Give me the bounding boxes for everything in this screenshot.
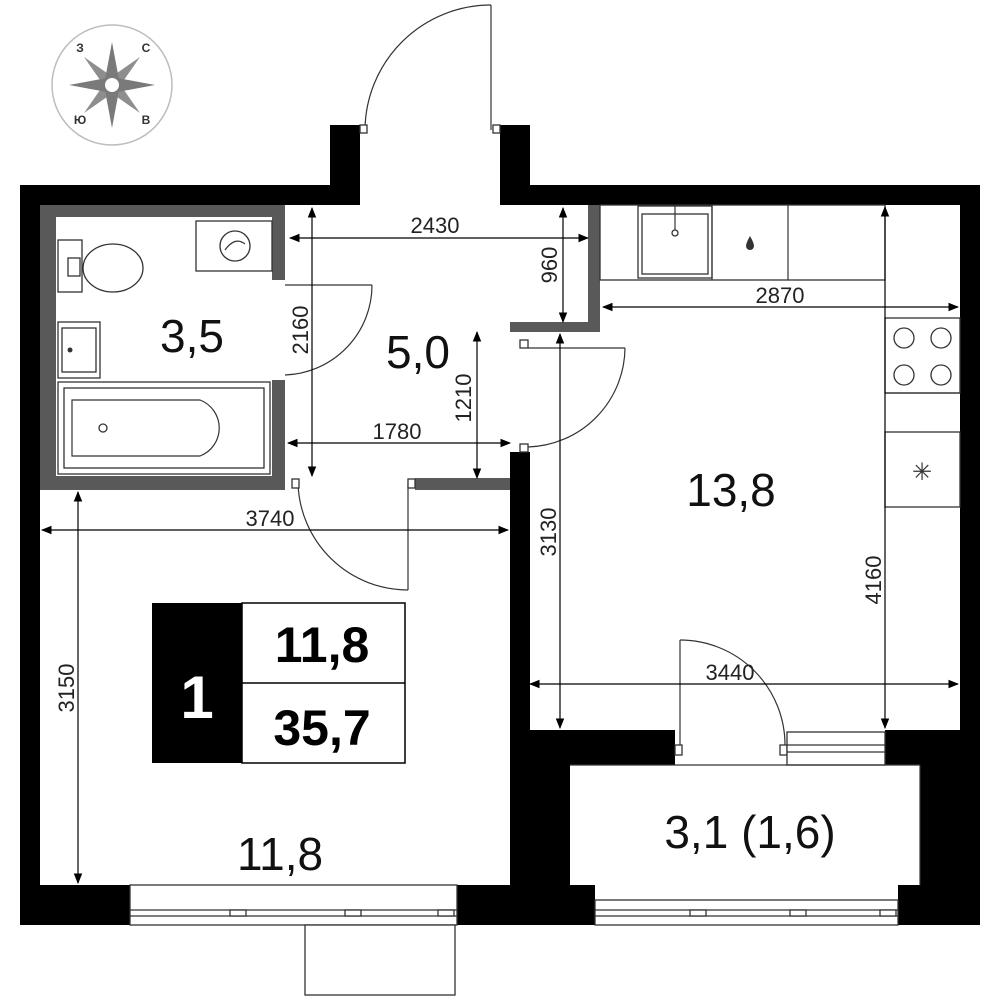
rooms-count: 1 — [180, 664, 213, 731]
living-area-value: 11,8 — [275, 617, 370, 673]
washbasin-icon — [57, 321, 101, 379]
dimension-labels: 2430 960 2870 2160 1210 1780 3740 3150 3… — [54, 213, 886, 712]
kitchen-fixtures: ✳ — [599, 204, 961, 508]
bathroom-area-label: 3,5 — [160, 310, 224, 362]
kitchen-area-label: 13,8 — [686, 464, 776, 516]
apartment-summary-badge: 1 11,8 35,7 — [152, 602, 406, 764]
hall-area-label: 5,0 — [386, 326, 450, 378]
interior-partitions — [40, 205, 600, 490]
kitchen-sink-icon — [637, 205, 713, 279]
stove-icon — [884, 317, 961, 394]
compass-icon: С В Ю З — [51, 24, 173, 146]
svg-text:✳: ✳ — [912, 459, 932, 486]
dim-3130-label: 3130 — [536, 508, 561, 557]
room-area-labels: 3,5 5,0 13,8 11,8 3,1 (1,6) — [160, 310, 836, 880]
balcony-area-label: 3,1 (1,6) — [664, 806, 835, 858]
dim-3150-label: 3150 — [54, 664, 79, 713]
bathtub-icon — [57, 381, 271, 475]
dim-2430-label: 2430 — [411, 213, 460, 238]
toilet-icon — [57, 239, 144, 293]
dim-4160-label: 4160 — [861, 556, 886, 605]
compass-east-label: В — [142, 113, 151, 127]
dim-2870-label: 2870 — [756, 283, 805, 308]
living-room-area-label: 11,8 — [237, 828, 323, 880]
fridge-icon: ✳ — [884, 431, 961, 508]
dimension-lines — [40, 205, 960, 885]
dim-2160-label: 2160 — [288, 306, 313, 355]
exterior-walls — [20, 125, 980, 925]
dim-1780-label: 1780 — [373, 419, 422, 444]
dim-960-label: 960 — [537, 247, 562, 284]
dim-1210-label: 1210 — [451, 374, 476, 423]
dim-3740-label: 3740 — [246, 506, 295, 531]
doors — [284, 4, 788, 756]
washing-machine-icon — [195, 220, 273, 272]
compass-west-label: З — [76, 41, 84, 55]
windows — [129, 731, 921, 996]
bathroom-fixtures — [57, 220, 273, 475]
total-area-value: 35,7 — [273, 700, 370, 756]
compass-north-label: С — [142, 41, 151, 55]
compass-south-label: Ю — [74, 113, 86, 127]
dim-3440-label: 3440 — [706, 660, 755, 685]
water-drop-icon — [746, 236, 754, 250]
